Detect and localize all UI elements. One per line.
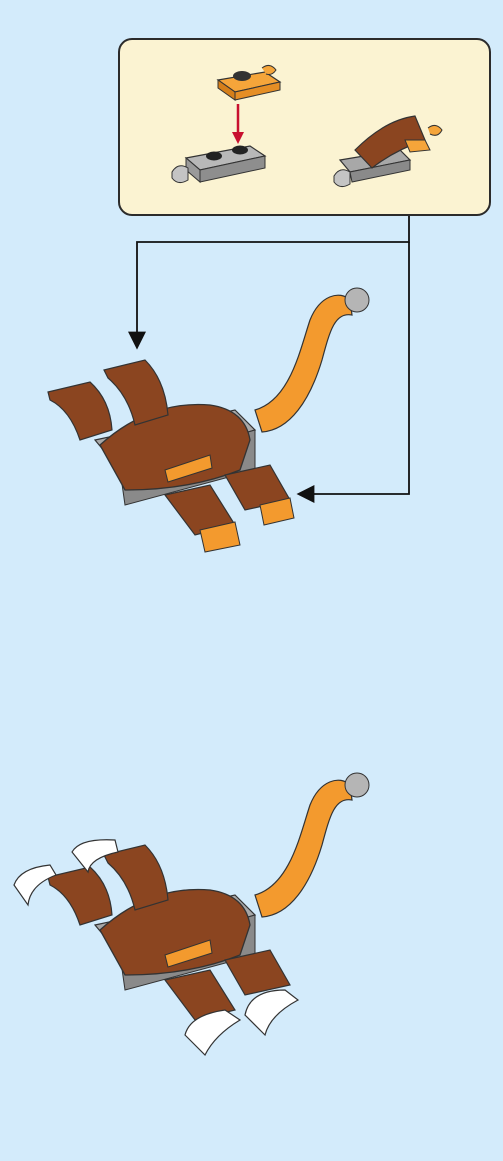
step2-wing-piece <box>333 115 443 188</box>
callout-connector-arrows <box>128 216 410 503</box>
step1-orange-clip-plate <box>216 64 282 101</box>
step1-gray-plate <box>171 145 267 184</box>
white-foot-pieces <box>13 839 300 1057</box>
model-completed-step <box>13 772 370 1057</box>
model-assembly-step <box>47 287 370 553</box>
